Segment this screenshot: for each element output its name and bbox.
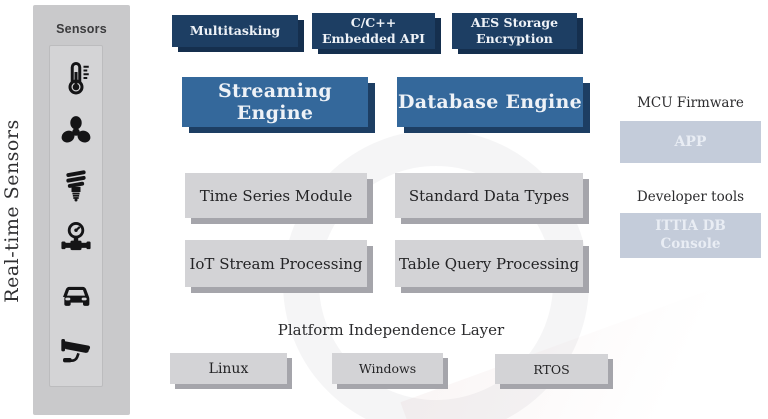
time-series-module-box: Time Series Module bbox=[185, 173, 367, 218]
iot-stream-processing-box: IoT Stream Processing bbox=[185, 240, 367, 287]
streaming-engine-box: Streaming Engine bbox=[182, 77, 368, 127]
feature-box-multitasking: Multitasking bbox=[172, 15, 298, 47]
mcu-firmware-label: MCU Firmware bbox=[637, 95, 744, 111]
feature-box-aes-encryption: AES Storage Encryption bbox=[452, 13, 577, 49]
sensors-panel: Sensors bbox=[33, 5, 130, 415]
sensors-panel-title: Sensors bbox=[56, 22, 107, 36]
thermometer-icon bbox=[68, 62, 89, 95]
pressure-gauge-icon bbox=[61, 222, 91, 251]
app-box: APP bbox=[620, 121, 761, 163]
platform-independence-layer-label: Platform Independence Layer bbox=[277, 321, 505, 339]
standard-data-types-box: Standard Data Types bbox=[395, 173, 583, 218]
platform-box-linux: Linux bbox=[170, 353, 287, 384]
database-engine-box: Database Engine bbox=[397, 77, 583, 127]
platform-box-windows: Windows bbox=[332, 353, 443, 384]
security-camera-icon bbox=[61, 338, 91, 362]
feature-box-embedded-api: C/C++ Embedded API bbox=[312, 13, 435, 49]
sensors-icon-strip bbox=[49, 45, 103, 387]
realtime-sensors-vertical-label: Real-time Sensors bbox=[1, 119, 23, 303]
ittia-db-console-box: ITTIA DB Console bbox=[620, 213, 761, 258]
car-icon bbox=[63, 286, 90, 306]
cfl-bulb-icon bbox=[66, 170, 86, 202]
fan-icon bbox=[61, 116, 91, 143]
platform-box-rtos: RTOS bbox=[495, 354, 608, 384]
table-query-processing-box: Table Query Processing bbox=[395, 240, 583, 287]
developer-tools-label: Developer tools bbox=[636, 189, 745, 205]
